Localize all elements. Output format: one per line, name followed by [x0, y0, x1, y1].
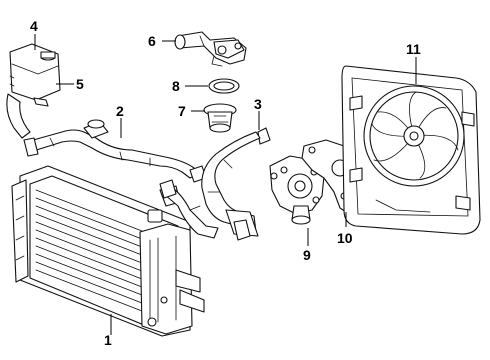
- callout-2: 2: [116, 103, 124, 119]
- callout-10: 10: [337, 230, 353, 246]
- callout-11: 11: [406, 41, 421, 57]
- radiator: [11, 165, 205, 337]
- callout-6: 6: [148, 33, 156, 49]
- water-pump: [269, 155, 325, 225]
- callout-5: 5: [76, 76, 84, 92]
- callout-8: 8: [172, 78, 180, 94]
- cooling-fan-assembly: [341, 65, 481, 235]
- coolant-reservoir: [6, 43, 61, 139]
- leader-lines: [34, 34, 417, 335]
- thermostat: [203, 103, 237, 133]
- thermostat-housing: [174, 31, 247, 67]
- callout-1: 1: [104, 332, 112, 348]
- thermostat-gasket: [208, 78, 240, 94]
- upper-radiator-hose: [23, 119, 207, 183]
- callout-3: 3: [254, 96, 262, 112]
- callout-7: 7: [178, 103, 186, 119]
- lower-radiator-hose: [159, 127, 271, 241]
- callout-labels: 1 2 3 4 5 6 7 8 9 10 11: [30, 18, 421, 348]
- callout-9: 9: [303, 247, 311, 263]
- callout-4: 4: [30, 18, 38, 34]
